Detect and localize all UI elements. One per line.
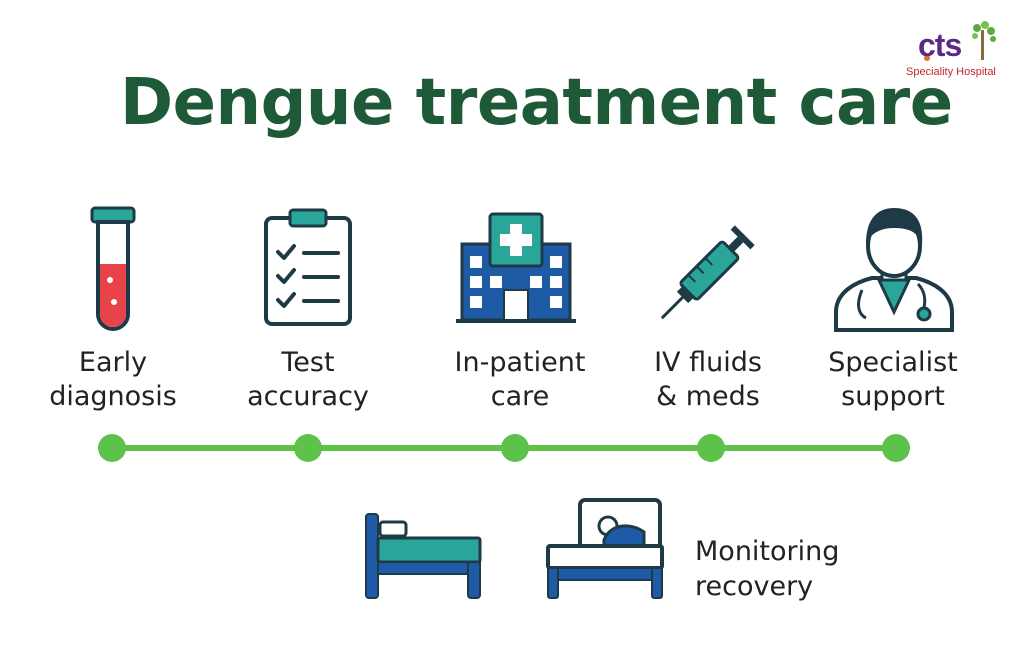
hospital-bed-icon: [365, 513, 482, 599]
patient-bed-icon: [546, 498, 664, 599]
timeline-node: [697, 434, 725, 462]
step-label-test-accuracy: Test accuracy: [247, 347, 369, 412]
syringe-icon: [661, 225, 755, 319]
page-title: Dengue treatment care: [120, 66, 953, 140]
monitoring-recovery-label: Monitoring recovery: [695, 536, 840, 602]
step-label-iv-fluids: IV fluids & meds: [654, 347, 762, 412]
step-label-specialist-support: Specialist support: [828, 347, 958, 412]
hospital-icon: [456, 212, 576, 323]
doctor-icon: [834, 208, 954, 332]
hospital-logo: [924, 21, 996, 61]
logo-subtitle: Speciality Hospital: [906, 66, 996, 78]
timeline-node: [501, 434, 529, 462]
step-label-in-patient-care: In-patient care: [454, 347, 586, 412]
timeline-node: [294, 434, 322, 462]
tree-icon: [972, 21, 996, 60]
timeline-node: [98, 434, 126, 462]
checklist-icon: [264, 208, 352, 326]
logo-mark: cts: [918, 27, 962, 63]
test-tube-icon: [90, 206, 136, 331]
timeline-node: [882, 434, 910, 462]
logo-dot: [924, 55, 930, 61]
step-label-early-diagnosis: Early diagnosis: [49, 347, 177, 412]
